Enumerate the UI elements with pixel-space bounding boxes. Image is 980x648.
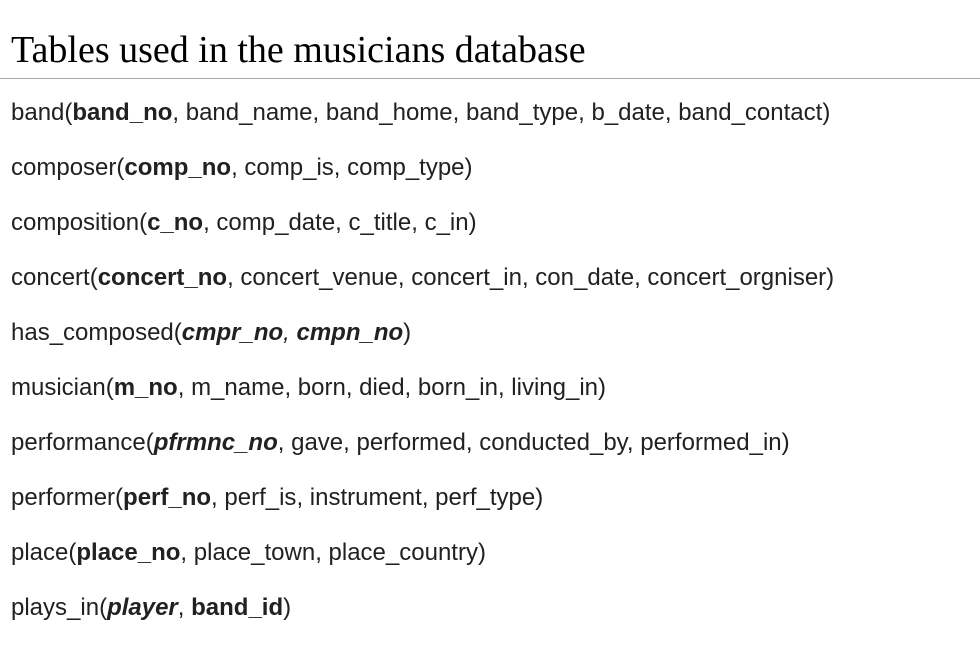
key-field: band_no — [72, 99, 173, 126]
key-field: comp_no — [124, 154, 232, 181]
table-name: has_composed — [11, 319, 174, 346]
table-row-plays-in: plays_in(player, band_id) — [11, 594, 292, 621]
key-field: pfrmnc_no — [153, 429, 278, 456]
key-field: band_id — [191, 594, 284, 621]
field: born — [297, 374, 346, 401]
table-row-band: band(band_no, band_name, band_home, band… — [11, 99, 831, 126]
table-row-place: place(place_no, place_town, place_countr… — [11, 539, 486, 566]
field: con_date — [535, 264, 635, 291]
table-list: band(band_no, band_name, band_home, band… — [0, 98, 980, 648]
field: concert_venue — [240, 264, 398, 291]
table-name: composition — [11, 209, 140, 236]
table-name: musician — [11, 374, 106, 401]
field: b_date — [591, 99, 665, 126]
section-heading: Tables used in the musicians database — [0, 0, 980, 79]
key-field: c_no — [147, 209, 204, 236]
field: performed — [356, 429, 466, 456]
table-row-musician: musician(m_no, m_name, born, died, born_… — [11, 374, 607, 401]
table-row-concert: concert(concert_no, concert_venue, conce… — [11, 264, 835, 291]
table-row-composer: composer(comp_no, comp_is, comp_type) — [11, 154, 473, 181]
field: concert_orgniser — [647, 264, 827, 291]
table-name: composer — [11, 154, 117, 181]
field: comp_is — [244, 154, 334, 181]
separator: , — [283, 319, 297, 346]
field: born_in — [417, 374, 498, 401]
field: place_town — [193, 539, 316, 566]
table-name: place — [11, 539, 69, 566]
table-name: performer — [11, 484, 116, 511]
field: died — [359, 374, 405, 401]
field: gave — [291, 429, 344, 456]
key-field: player — [107, 594, 178, 621]
field: conducted_by — [479, 429, 627, 456]
key-field: cmpn_no — [296, 319, 404, 346]
field: perf_is — [224, 484, 297, 511]
field: perf_type — [435, 484, 536, 511]
table-row-composition: composition(c_no, comp_date, c_title, c_… — [11, 209, 477, 236]
table-name: band — [11, 99, 65, 126]
table-row-performance: performance(pfrmnc_no, gave, performed, … — [11, 429, 790, 456]
field: band_home — [325, 99, 453, 126]
table-row-performer: performer(perf_no, perf_is, instrument, … — [11, 484, 544, 511]
table-row-has-composed: has_composed(cmpr_no, cmpn_no) — [11, 319, 412, 346]
field: band_type — [465, 99, 579, 126]
key-field: perf_no — [123, 484, 212, 511]
table-name: concert — [11, 264, 90, 291]
field: comp_type — [347, 154, 465, 181]
field: concert_in — [411, 264, 522, 291]
key-field: place_no — [76, 539, 181, 566]
key-field: m_no — [113, 374, 178, 401]
field: c_title — [348, 209, 412, 236]
table-name: plays_in — [11, 594, 100, 621]
field: comp_date — [216, 209, 336, 236]
table-name: performance — [11, 429, 146, 456]
field: c_in — [424, 209, 469, 236]
field: performed_in — [640, 429, 782, 456]
field: place_country — [328, 539, 478, 566]
field: m_name — [191, 374, 285, 401]
field: band_name — [185, 99, 313, 126]
field: living_in — [511, 374, 599, 401]
field: instrument — [309, 484, 422, 511]
key-field: cmpr_no — [181, 319, 284, 346]
field: band_contact — [678, 99, 823, 126]
key-field: concert_no — [97, 264, 228, 291]
